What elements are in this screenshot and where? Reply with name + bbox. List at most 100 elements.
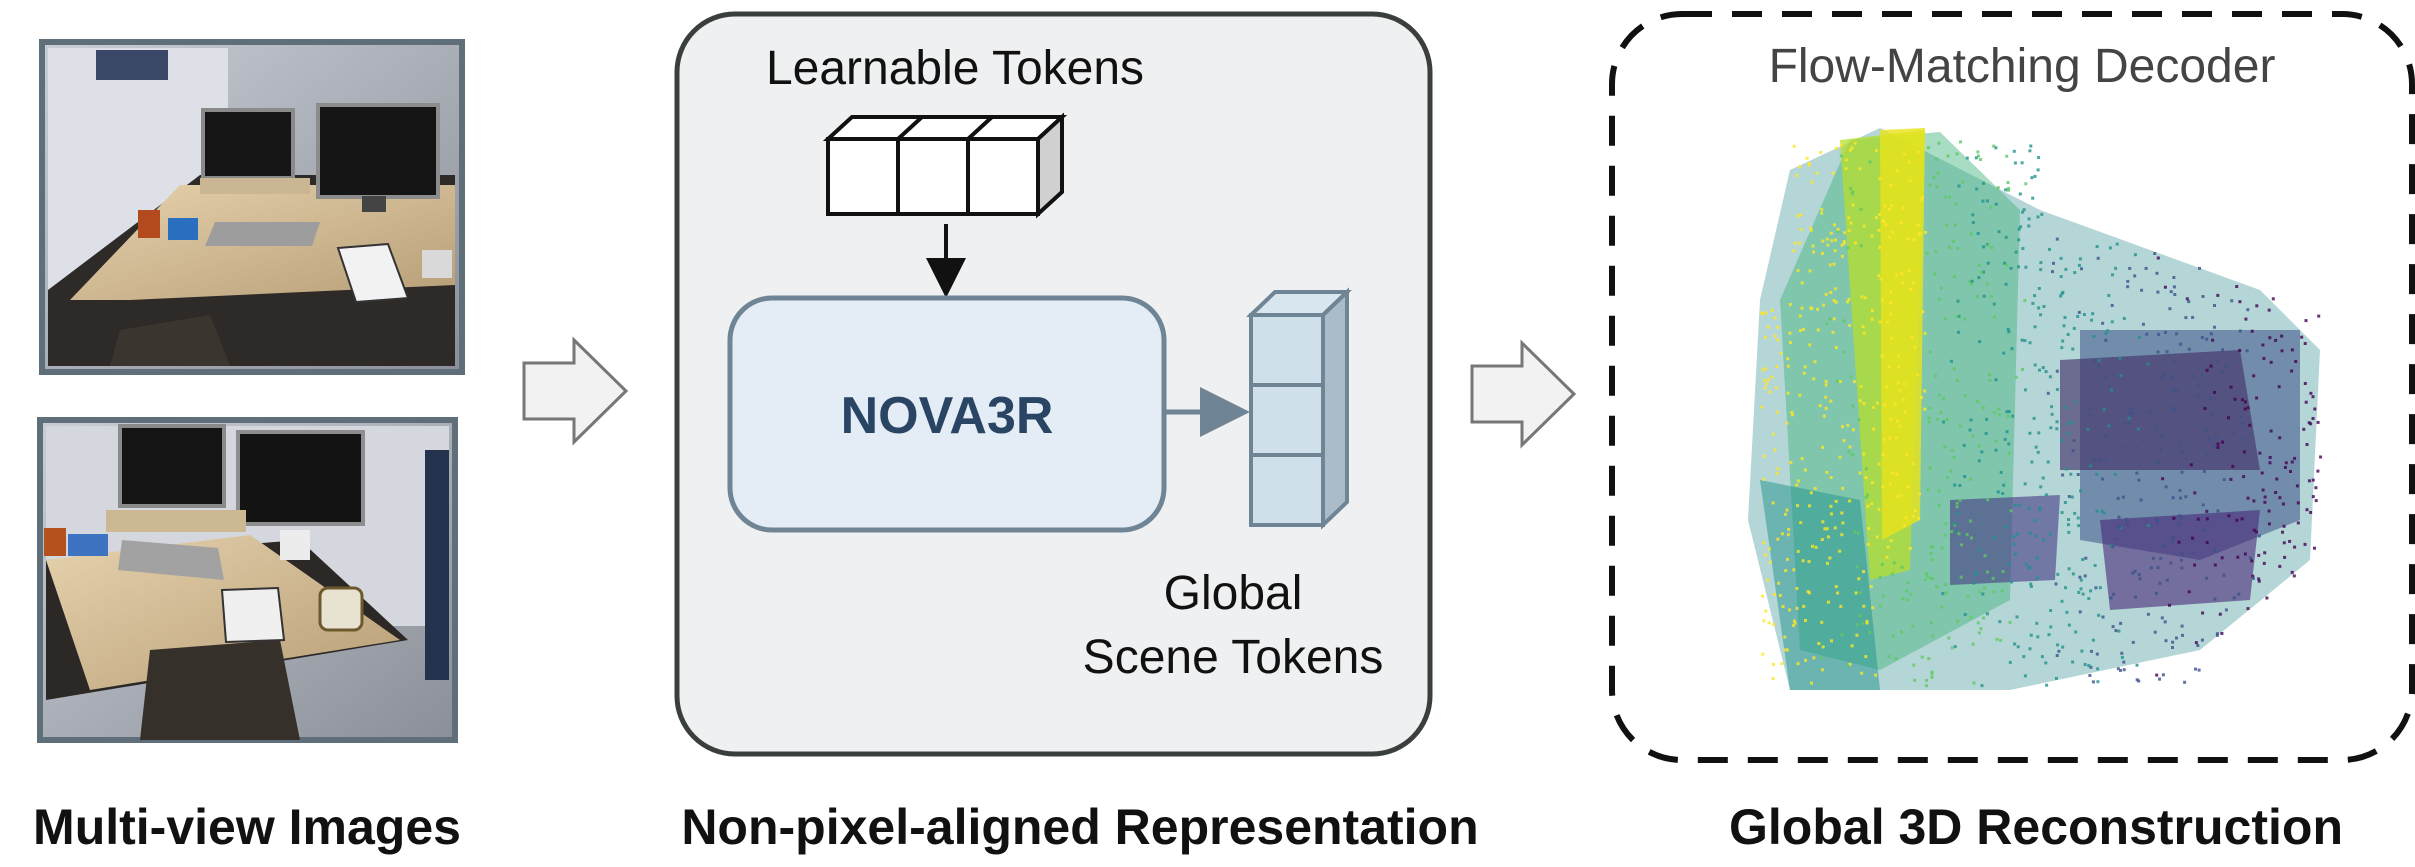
point-cloud-dot [2079,578,2083,582]
point-cloud-dot [1927,416,1931,420]
point-cloud-dot [2216,293,2220,297]
point-cloud-dot [2205,452,2209,456]
point-cloud-dot [2091,638,2095,642]
point-cloud-dot [2014,503,2018,507]
point-cloud-dot [2122,660,2126,664]
point-cloud-dot [1862,331,1866,335]
point-cloud-dot [2078,575,2082,579]
point-cloud-dot [2238,348,2242,352]
point-cloud-dot [1909,288,1913,292]
point-cloud-dot [1796,214,1800,218]
point-cloud-dot [2137,573,2141,577]
point-cloud-dot [2155,271,2159,275]
point-cloud-dot [1839,604,1843,608]
point-cloud-dot [2034,445,2038,449]
point-cloud-dot [1877,274,1881,278]
point-cloud-dot [2060,346,2064,350]
point-cloud-dot [1766,378,1770,382]
point-cloud-dot [1824,383,1828,387]
point-cloud-dot [1798,393,1802,397]
point-cloud-dot [1820,252,1824,255]
point-cloud-dot [1963,475,1967,478]
point-cloud-dot [2046,460,2050,464]
point-cloud-dot [2088,674,2092,677]
point-cloud-dot [2205,368,2209,372]
point-cloud-dot [1802,371,1806,375]
point-cloud-dot [1950,530,1954,534]
point-cloud-dot [2213,563,2217,567]
point-cloud-dot [1786,557,1789,561]
point-cloud-dot [1913,678,1917,682]
point-cloud-dot [1877,213,1881,216]
point-cloud-dot [2263,551,2267,555]
point-cloud-dot [1985,417,1989,421]
point-cloud-dot [1834,146,1838,150]
point-cloud-dot [1828,556,1832,560]
point-cloud-dot [1897,365,1901,369]
point-cloud-dot [2055,388,2059,391]
point-cloud-dot [2095,245,2099,249]
point-cloud-dot [1823,527,1827,531]
point-cloud-dot [1963,613,1967,616]
point-cloud-dot [2160,616,2164,620]
point-cloud-dot [1874,149,1878,153]
point-cloud-dot [2061,339,2065,343]
point-cloud-dot [2033,174,2037,178]
point-cloud-dot [1792,568,1796,572]
point-cloud-dot [1825,527,1829,531]
point-cloud-dot [2246,308,2250,312]
point-cloud-dot [2155,591,2158,595]
point-cloud-dot [1925,678,1929,682]
point-cloud-dot [1807,504,1811,508]
point-cloud-dot [2021,368,2024,371]
point-cloud-dot [1834,346,1838,349]
point-cloud-dot [2191,315,2195,319]
point-cloud-dot [2018,503,2022,507]
point-cloud-dot [1807,163,1811,167]
point-cloud-dot [1856,531,1860,535]
point-cloud-dot [2039,261,2043,265]
point-cloud-dot [2061,645,2065,649]
point-cloud-dot [1807,560,1811,564]
point-cloud-dot [2074,400,2077,404]
point-cloud-dot [1952,367,1956,371]
point-cloud-dot [2016,645,2020,649]
point-cloud-dot [1849,187,1853,190]
point-cloud-dot [2159,557,2163,561]
point-cloud-dot [1893,402,1897,406]
point-cloud-dot [1952,456,1956,459]
point-cloud-dot [1957,314,1961,318]
point-cloud-dot [1994,202,1998,206]
point-cloud-dot [2067,495,2071,498]
point-cloud-dot [2076,315,2080,318]
point-cloud-dot [1916,150,1920,154]
point-cloud-dot [1916,223,1920,227]
point-cloud-dot [1798,241,1802,245]
point-cloud-dot [2184,495,2188,499]
point-cloud-dot [1762,477,1766,481]
point-cloud-dot [1833,287,1837,291]
point-cloud-dot [2314,499,2318,503]
point-cloud-dot [2193,491,2197,495]
point-cloud-dot [1820,620,1824,624]
point-cloud-dot [2232,596,2236,600]
point-cloud-dot [2117,629,2121,633]
point-cloud-dot [1977,459,1981,463]
point-cloud-dot [2104,338,2108,342]
point-cloud-dot [2250,329,2254,333]
point-cloud-dot [2073,271,2077,275]
point-cloud-dot [1770,375,1774,379]
point-cloud-dot [2110,388,2113,392]
point-cloud-dot [2120,655,2124,659]
point-cloud-dot [2056,572,2060,576]
point-cloud-dot [2126,279,2130,283]
point-cloud-dot [2027,217,2031,221]
point-cloud-dot [2013,552,2017,556]
point-cloud-dot [1820,207,1824,211]
point-cloud-dot [2001,570,2005,574]
point-cloud-dot [2311,478,2315,482]
point-cloud-dot [2008,660,2012,664]
point-cloud-dot [2237,592,2241,596]
point-cloud-dot [1874,216,1878,220]
point-cloud-dot [1812,250,1816,254]
